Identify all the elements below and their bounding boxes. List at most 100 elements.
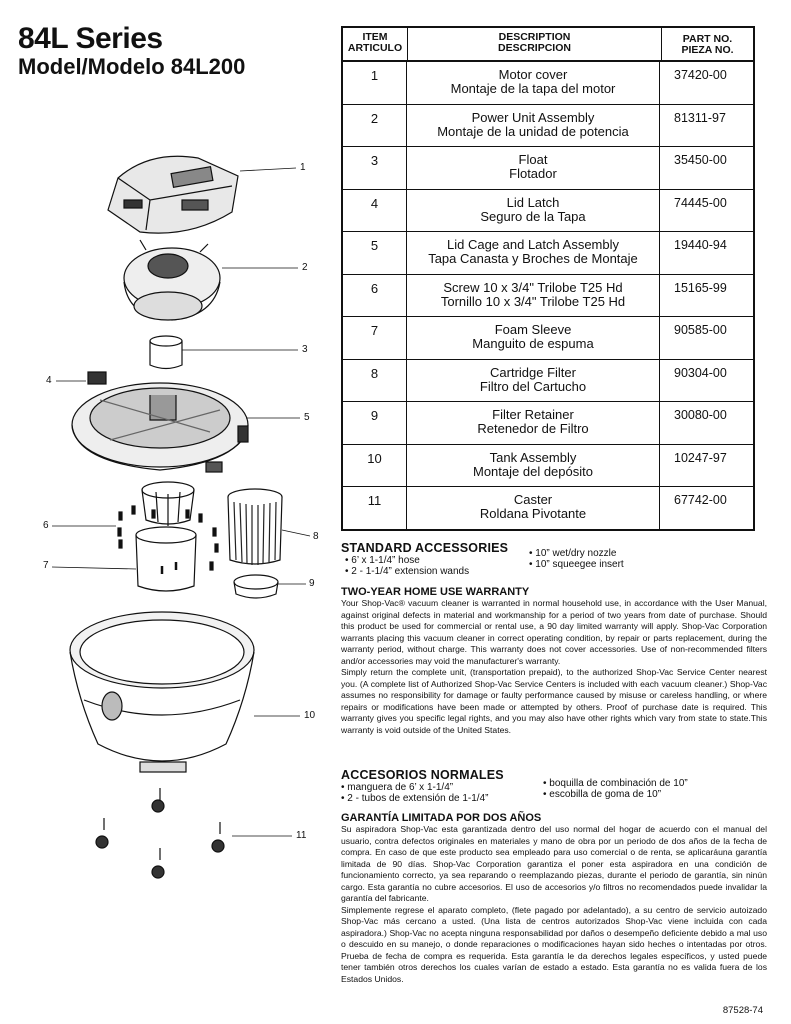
form-number: 87528-74 (722, 1005, 763, 1016)
description-es: Flotador (509, 166, 557, 181)
tank-drawing (69, 611, 255, 773)
parts-table-header: ITEM ARTICULO DESCRIPTION DESCRIPCION PA… (343, 28, 753, 62)
callout-11: 11 (296, 830, 307, 841)
standard-accessories-heading: STANDARD ACCESSORIES (341, 541, 509, 555)
callout-9: 9 (309, 578, 315, 589)
header-item: ITEM ARTICULO (343, 28, 408, 60)
description-en: Cartridge Filter (490, 364, 576, 380)
part-number: 37420-00 (674, 68, 727, 82)
description-es: Montaje de la tapa del motor (450, 81, 616, 96)
header-item-es: ARTICULO (347, 42, 403, 54)
item-number: 3 (343, 147, 407, 189)
item-number: 10 (343, 444, 407, 486)
accesorios-heading: ACCESORIOS NORMALES (341, 768, 504, 782)
item-number: 6 (343, 274, 407, 316)
part-number: 15165-99 (674, 280, 727, 295)
warranty-paragraph-2: Simply return the complete unit, (transp… (341, 667, 767, 735)
callout-3: 3 (302, 344, 308, 355)
part-number: 90304-00 (674, 365, 727, 380)
leader-lines (51, 167, 311, 837)
header-description: DESCRIPTION DESCRIPCION (408, 28, 662, 60)
part-number: 10247-97 (674, 450, 727, 465)
header-part-en: PART NO. (682, 33, 733, 45)
filter-retainer-drawing (233, 574, 279, 599)
description-es: Montaje de la unidad de potencia (437, 123, 629, 139)
accesorio-item: • escobilla de goma de 10” (543, 789, 662, 800)
garantia-section: GARANTÍA LIMITADA POR DOS AÑOS Su aspira… (341, 812, 767, 985)
accessory-item: • 10” squeegee insert (529, 559, 624, 570)
accesorio-item: • 2 - tubos de extensión de 1-1/4” (341, 793, 489, 804)
description-es: Filtro del Cartucho (479, 378, 587, 394)
description-es: Seguro de la Tapa (480, 208, 586, 224)
description-en: Caster (513, 492, 553, 507)
casters-drawing (95, 788, 225, 879)
header-description-es: DESCRIPCION (498, 42, 571, 54)
accesorios-section: ACCESORIOS NORMALES • manguera de 6’ x 1… (341, 768, 767, 806)
callout-4: 4 (46, 375, 52, 386)
callout-10: 10 (304, 710, 316, 721)
cage-drawing (141, 481, 195, 526)
callout-7: 7 (43, 560, 49, 571)
accessory-item: • 10” wet/dry nozzle (529, 548, 617, 559)
screws-drawing (117, 505, 219, 571)
warranty-paragraph-1: Your Shop-Vac® vacuum cleaner is warrant… (341, 598, 767, 666)
warranty-heading: TWO-YEAR HOME USE WARRANTY (341, 586, 530, 598)
description-en: Float (518, 152, 548, 167)
header-part: PART NO. PIEZA NO. (662, 28, 753, 60)
part-number: 90585-00 (674, 323, 727, 337)
description-es: Tapa Canasta y Broches de Montaje (428, 251, 638, 266)
part-number: 19440-94 (674, 238, 727, 252)
description-en: Power Unit Assembly (471, 109, 595, 125)
part-number: 74445-00 (674, 195, 727, 210)
description-es: Retenedor de Filtro (477, 421, 589, 436)
header-item-en: ITEM (362, 31, 388, 43)
item-number: 9 (343, 402, 407, 444)
callout-2: 2 (302, 262, 308, 273)
part-number: 30080-00 (674, 408, 727, 422)
garantia-paragraph-1: Su aspiradora Shop-Vac esta garantizada … (341, 824, 767, 903)
cartridge-filter-drawing (227, 488, 283, 565)
callout-6: 6 (43, 520, 49, 531)
item-number: 1 (343, 62, 407, 104)
garantia-paragraph-2: Simplemente regrese el aparato completo,… (341, 904, 767, 984)
description-en: Foam Sleeve (494, 322, 572, 337)
description-en: Lid Latch (506, 194, 560, 210)
exploded-parts-diagram: 1 2 3 4 5 6 7 8 9 10 11 (0, 0, 330, 1024)
float-drawing (149, 335, 183, 370)
item-number: 7 (343, 317, 407, 359)
standard-accessories-section: STANDARD ACCESSORIES • 6’ x 1-1/4” hose … (341, 541, 767, 579)
power-unit-drawing (123, 239, 221, 321)
accesorio-item: • boquilla de combinación de 10” (543, 778, 688, 789)
part-number: 35450-00 (674, 153, 727, 167)
accesorio-item: • manguera de 6’ x 1-1/4” (341, 782, 454, 793)
foam-sleeve-drawing (135, 526, 197, 592)
description-es: Roldana Pivotante (479, 506, 587, 521)
description-en: Lid Cage and Latch Assembly (447, 237, 619, 252)
item-number: 8 (343, 359, 407, 401)
item-number: 5 (343, 232, 407, 274)
item-number: 11 (343, 487, 407, 529)
header-description-en: DESCRIPTION (498, 31, 571, 43)
description-en: Tank Assembly (489, 449, 577, 465)
parts-table: ITEM ARTICULO DESCRIPTION DESCRIPCION PA… (341, 26, 755, 531)
series-title: 84L Series (18, 22, 163, 55)
